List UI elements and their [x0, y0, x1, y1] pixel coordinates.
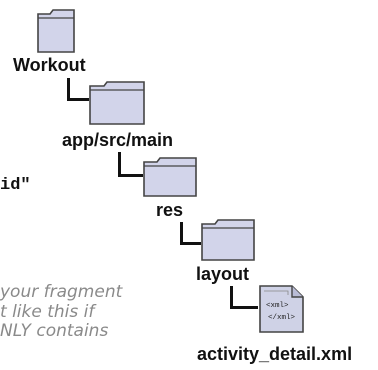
layout-folder-icon — [200, 218, 256, 262]
res-label: res — [156, 200, 184, 220]
svg-text:</xml>: </xml> — [268, 314, 296, 322]
svg-text:<xml>: <xml> — [266, 302, 289, 310]
tree-connector — [230, 286, 258, 309]
tree-connector — [180, 222, 201, 245]
code-fragment: id" — [0, 176, 31, 195]
activity-detail-label: activity_detail.xml — [197, 344, 353, 364]
xml-file-icon: <xml> </xml> — [256, 283, 306, 335]
annotation-line: your fragment — [0, 282, 123, 302]
res-folder-icon — [142, 156, 198, 198]
layout-label: layout — [196, 264, 250, 284]
tree-connector — [118, 152, 143, 177]
annotation-line: NLY contains — [0, 321, 109, 342]
annotation-line: t like this if — [0, 301, 95, 322]
workout-label: Workout — [13, 55, 86, 75]
annotation-note: your fragment t like this if NLY contain… — [0, 282, 168, 342]
app-src-main-label: app/src/main — [62, 130, 174, 150]
workout-folder-icon — [36, 8, 76, 54]
tree-connector — [67, 78, 89, 101]
app-src-main-folder-icon — [88, 80, 146, 126]
